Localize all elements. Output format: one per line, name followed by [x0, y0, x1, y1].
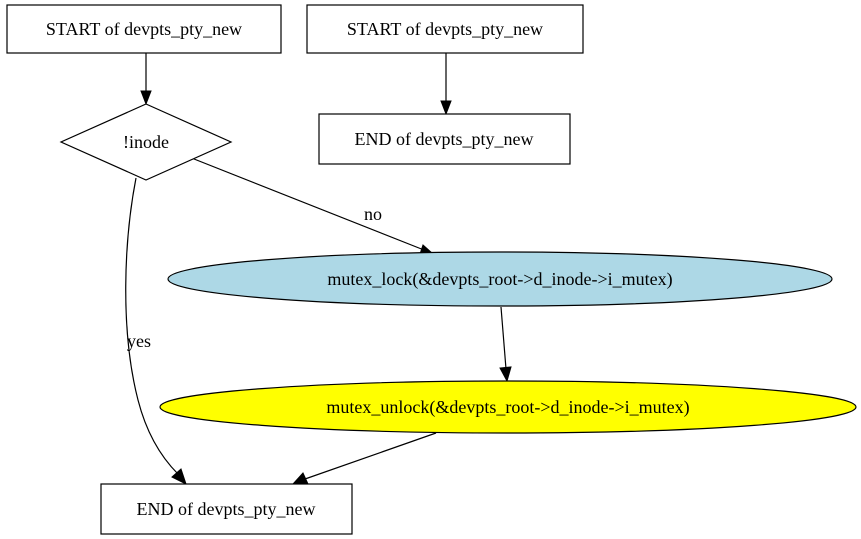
mutex-lock-node: mutex_lock(&devpts_root->d_inode->i_mute…	[167, 251, 833, 307]
condition-node-inode: !inode	[59, 103, 233, 181]
end-node-bottom: END of devpts_pty_new	[100, 483, 353, 535]
start-node-right: START of devpts_pty_new	[306, 4, 584, 54]
end-node-bottom-label: END of devpts_pty_new	[137, 499, 316, 519]
edge-unlock-to-end-bottom	[291, 432, 437, 485]
edge-start-right-to-end-right	[440, 53, 452, 116]
start-node-left-label: START of devpts_pty_new	[46, 19, 242, 39]
start-node-right-label: START of devpts_pty_new	[347, 19, 543, 39]
edge-lock-to-unlock	[499, 306, 512, 383]
end-node-right-label: END of devpts_pty_new	[355, 129, 534, 149]
end-node-right: END of devpts_pty_new	[318, 113, 571, 165]
start-node-left: START of devpts_pty_new	[6, 4, 282, 54]
edge-label-no: no	[364, 204, 382, 224]
mutex-unlock-node: mutex_unlock(&devpts_root->d_inode->i_mu…	[159, 380, 857, 434]
mutex-lock-label: mutex_lock(&devpts_root->d_inode->i_mute…	[327, 269, 672, 290]
edge-cond-to-mutex-lock	[188, 156, 433, 258]
condition-node-label: !inode	[123, 132, 169, 152]
mutex-unlock-label: mutex_unlock(&devpts_root->d_inode->i_mu…	[326, 397, 689, 418]
edge-label-yes: yes	[127, 331, 151, 351]
edge-cond-to-end-bottom	[125, 177, 187, 485]
edge-start-to-cond	[140, 53, 152, 106]
